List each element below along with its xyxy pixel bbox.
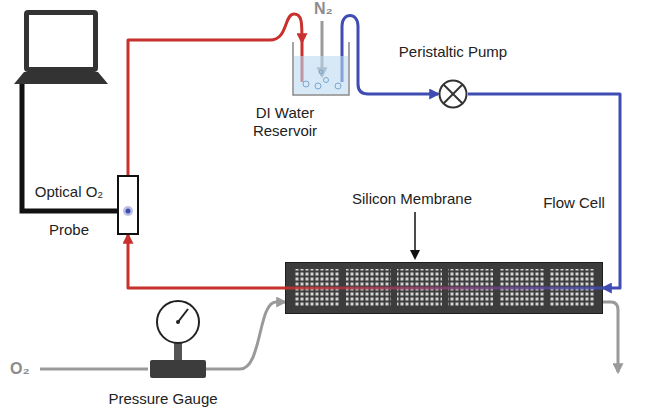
probe-box: Optical O₂ Probe xyxy=(117,175,139,235)
gauge-symbol xyxy=(150,298,206,378)
flow-cell: Flow Cell xyxy=(285,262,603,314)
node-label: Peristaltic Pump xyxy=(388,43,518,61)
flow-connector xyxy=(128,235,285,288)
leader-arrow xyxy=(414,212,416,258)
node-label: Flow Cell xyxy=(533,194,615,212)
pump-symbol xyxy=(438,79,468,109)
flow-connector xyxy=(206,302,285,369)
flow-cell-body xyxy=(285,262,603,314)
pressure-gauge: Pressure Gauge xyxy=(150,298,206,378)
reservoir-beaker: DI Water Reservoir xyxy=(292,42,350,96)
part-label: Silicon Membrane xyxy=(352,190,472,208)
beaker-outline xyxy=(292,42,350,96)
gas-label: O₂ xyxy=(10,360,30,378)
flow-connector xyxy=(128,14,302,175)
gas-label: N₂ xyxy=(314,0,333,18)
laptop-icon xyxy=(14,10,108,84)
node-label: Optical O₂ Probe xyxy=(26,173,112,249)
oxygen-line xyxy=(40,368,148,371)
node-label: Pressure Gauge xyxy=(105,390,221,408)
pump-node: Peristaltic Pump xyxy=(438,79,468,109)
probe-housing xyxy=(117,175,139,235)
gas-exit-line xyxy=(603,302,618,372)
flow-connector xyxy=(468,94,620,288)
node-label: DI Water Reservoir xyxy=(244,104,326,140)
